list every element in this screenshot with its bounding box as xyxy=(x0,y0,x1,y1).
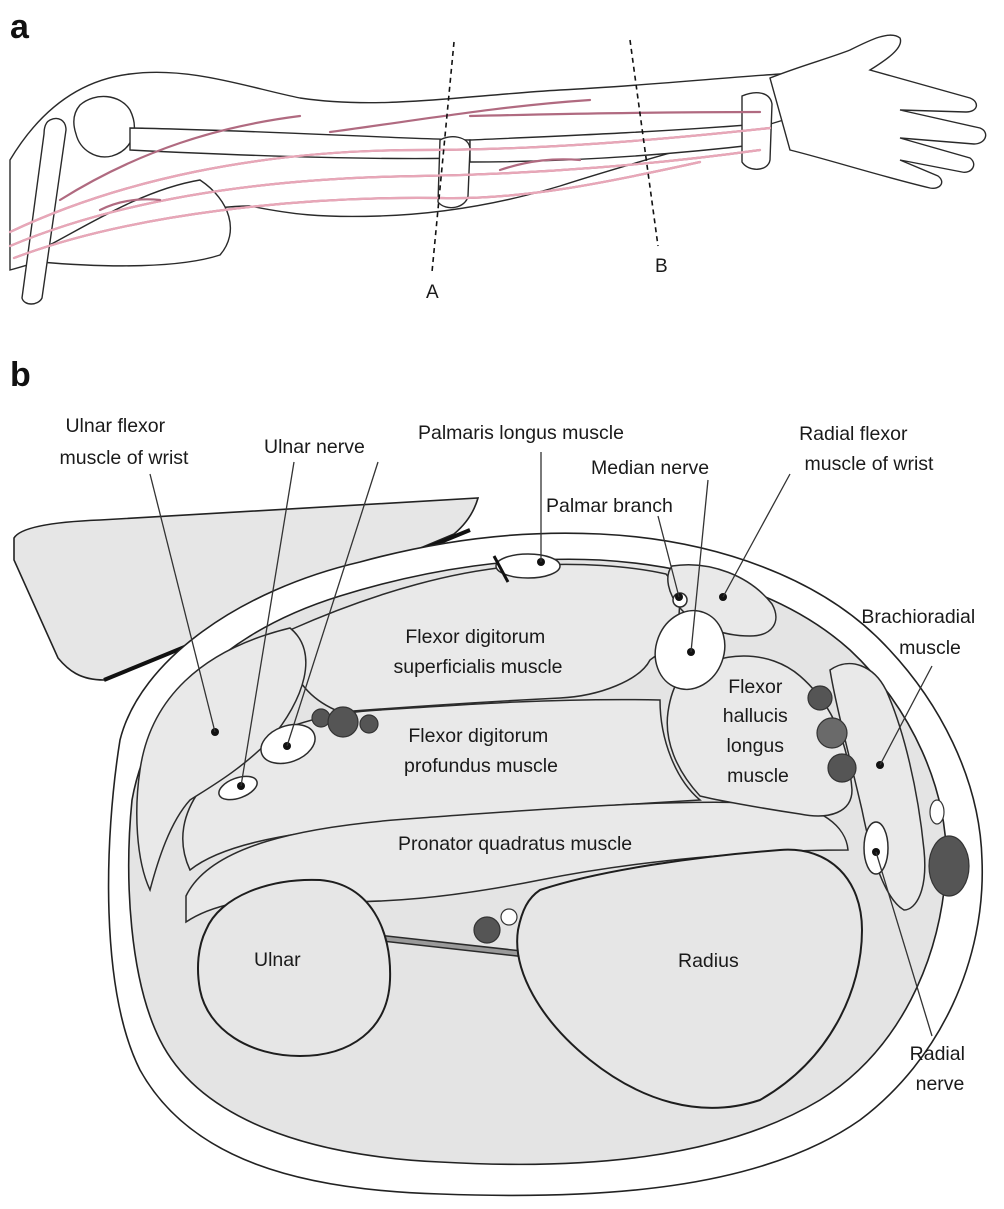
label-fds-line-2: superficialis muscle xyxy=(393,656,562,678)
label-fhl-line-3: longus xyxy=(727,735,785,757)
ulnar-vessel-3 xyxy=(359,714,379,734)
label-brachioradial-line-2: muscle xyxy=(899,637,961,659)
label-radial-nerve: Radial nerve xyxy=(910,1043,971,1095)
leader-brachioradial xyxy=(879,665,933,766)
interosseous-nerve xyxy=(500,908,518,926)
label-fdp-line-2: profundus muscle xyxy=(404,755,558,777)
leader-radial-nerve xyxy=(875,851,933,1037)
leader-ulnar-nerve-b xyxy=(286,461,379,747)
radius-bone xyxy=(516,848,864,1109)
nerve-line-6 xyxy=(468,110,762,118)
leader-radial-flexor xyxy=(722,473,791,598)
panel-a-letter: a xyxy=(10,8,30,46)
label-ulnar-flexor-line-2: muscle of wrist xyxy=(60,447,190,469)
label-radial-flexor-line-1: Radial flexor xyxy=(799,423,908,445)
label-radial-nerve-line-2: nerve xyxy=(916,1073,965,1095)
label-ulnar-flexor: Ulnar flexor muscle of wrist xyxy=(60,415,190,469)
brachioradial-muscle xyxy=(829,662,926,911)
panel-a: a A B xyxy=(8,8,987,305)
label-fhl-line-2: hallucis xyxy=(723,705,788,727)
leader-ulnar-flexor xyxy=(149,473,216,733)
mid-forearm-bone xyxy=(437,136,471,209)
label-pronator-quadratus: Pronator quadratus muscle xyxy=(398,833,632,855)
label-brachioradial-line-1: Brachioradial xyxy=(861,606,975,628)
nerve-line-4 xyxy=(58,114,302,202)
label-brachioradial: Brachioradial muscle xyxy=(861,606,980,659)
leader-median-nerve xyxy=(690,479,709,653)
leader-ulnar-nerve-a xyxy=(240,461,295,787)
nerve-line-3-fill xyxy=(12,160,702,260)
label-fdp: Flexor digitorum profundus muscle xyxy=(404,725,558,777)
label-fhl-line-1: Flexor xyxy=(728,676,783,698)
support-board xyxy=(13,497,480,681)
label-ulnar-flexor-line-1: Ulnar flexor xyxy=(65,415,165,437)
cut-line-a xyxy=(431,41,455,273)
label-palmar-branch: Palmar branch xyxy=(546,495,673,517)
nerve-line-8 xyxy=(98,198,162,212)
label-fds-line-1: Flexor digitorum xyxy=(405,626,545,648)
label-ulnar-bone: Ulnar xyxy=(254,949,301,971)
label-fdp-line-1: Flexor digitorum xyxy=(408,725,548,747)
label-palmaris-longus: Palmaris longus muscle xyxy=(418,422,624,444)
label-fhl-line-4: muscle xyxy=(727,765,789,787)
nerve-line-7 xyxy=(498,158,582,172)
hand-outline xyxy=(769,34,987,190)
cephalic-vein-small xyxy=(929,799,945,825)
label-fhl: Flexor hallucis longus muscle xyxy=(723,676,793,787)
radial-vessel-3 xyxy=(827,753,857,783)
label-fds: Flexor digitorum superficialis muscle xyxy=(393,626,562,678)
cut-label-a: A xyxy=(426,282,439,303)
palmaris-longus-stroke xyxy=(492,555,510,583)
panel-b-letter: b xyxy=(10,356,31,394)
arm-nerves xyxy=(8,98,772,260)
humerus-left-bone xyxy=(21,117,67,305)
interosseous-membrane-fill xyxy=(379,936,525,956)
interosseous-vessel xyxy=(473,916,501,944)
label-radius-bone: Radius xyxy=(678,950,739,972)
radial-vessel-2 xyxy=(816,717,848,749)
ulnar-flexor-muscle xyxy=(136,627,307,893)
nerve-line-5 xyxy=(328,98,592,134)
label-ulnar-nerve: Ulnar nerve xyxy=(264,436,365,458)
fhl-muscle xyxy=(666,655,853,817)
radial-vessel-1 xyxy=(807,685,833,711)
ulnar-vessel-2 xyxy=(327,706,359,738)
nerve-line-1-fill xyxy=(8,126,772,234)
label-radial-nerve-line-1: Radial xyxy=(910,1043,965,1065)
cephalic-vein xyxy=(928,835,970,897)
cut-label-b: B xyxy=(655,256,668,277)
label-median-nerve: Median nerve xyxy=(591,457,709,479)
leader-palmar-branch xyxy=(657,515,680,598)
label-radial-flexor: Radial flexor muscle of wrist xyxy=(799,423,934,475)
ulnar-vessel-1 xyxy=(311,708,331,728)
ulnar-bone xyxy=(197,878,392,1058)
elbow-bone xyxy=(73,95,135,158)
cut-line-b xyxy=(629,39,659,247)
panel-b: b xyxy=(10,356,984,1197)
label-radial-flexor-line-2: muscle of wrist xyxy=(805,453,935,475)
nerve-line-2-fill xyxy=(8,148,762,248)
